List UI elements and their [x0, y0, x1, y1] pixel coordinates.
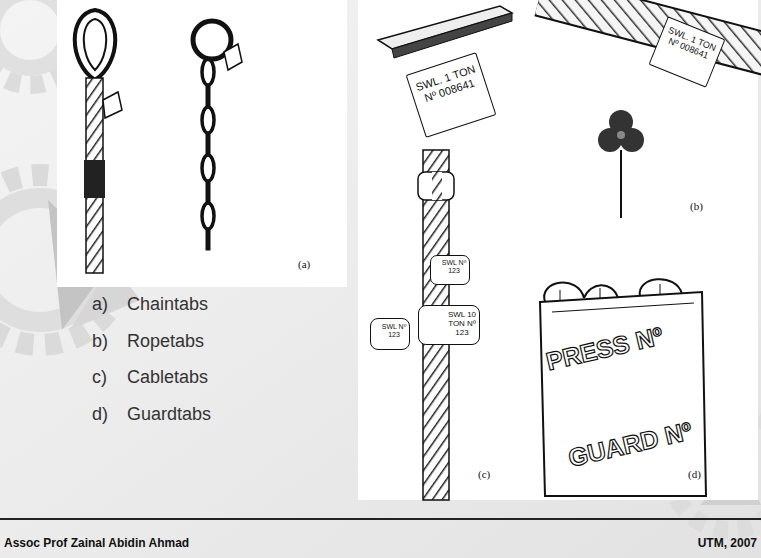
footer-source: UTM, 2007: [698, 536, 757, 550]
figure-letter: (c): [478, 468, 490, 480]
tab-text: SWL. 1 TON Nº 008641: [413, 62, 482, 106]
guard-plate: [540, 279, 706, 496]
tab-text: SWL Nº 123: [441, 259, 467, 275]
angle-bar: [378, 6, 512, 58]
list-item: Ropetabs: [127, 331, 204, 352]
cable-tab: SWL 10 TON Nº 123: [418, 305, 480, 345]
tab-text: SWL 10 TON Nº 123: [447, 310, 477, 338]
list-marker: b): [92, 331, 108, 352]
footer-author: Assoc Prof Zainal Abidin Ahmad: [4, 536, 189, 550]
figure-letter: (a): [298, 258, 310, 270]
tab-text: SWL Nº 123: [381, 323, 407, 339]
figure-letter: (d): [688, 468, 701, 480]
list-marker: d): [92, 404, 108, 425]
rope-section: [598, 110, 644, 218]
cable-tab: SWL Nº 123: [430, 255, 470, 285]
list-marker: a): [92, 294, 108, 315]
list-marker: c): [92, 367, 107, 388]
rope-eye: [75, 10, 122, 273]
figure-letter: (b): [690, 200, 703, 212]
chain: [193, 21, 242, 250]
list-item: Guardtabs: [127, 404, 211, 425]
image-panel: [358, 0, 758, 500]
footer-rule: [0, 518, 761, 520]
list-item: Chaintabs: [127, 294, 208, 315]
wire-rope: [540, 0, 761, 55]
cable-tab: SWL Nº 123: [370, 318, 410, 350]
image-panel: [57, 0, 347, 287]
list-item: Cabletabs: [127, 367, 208, 388]
